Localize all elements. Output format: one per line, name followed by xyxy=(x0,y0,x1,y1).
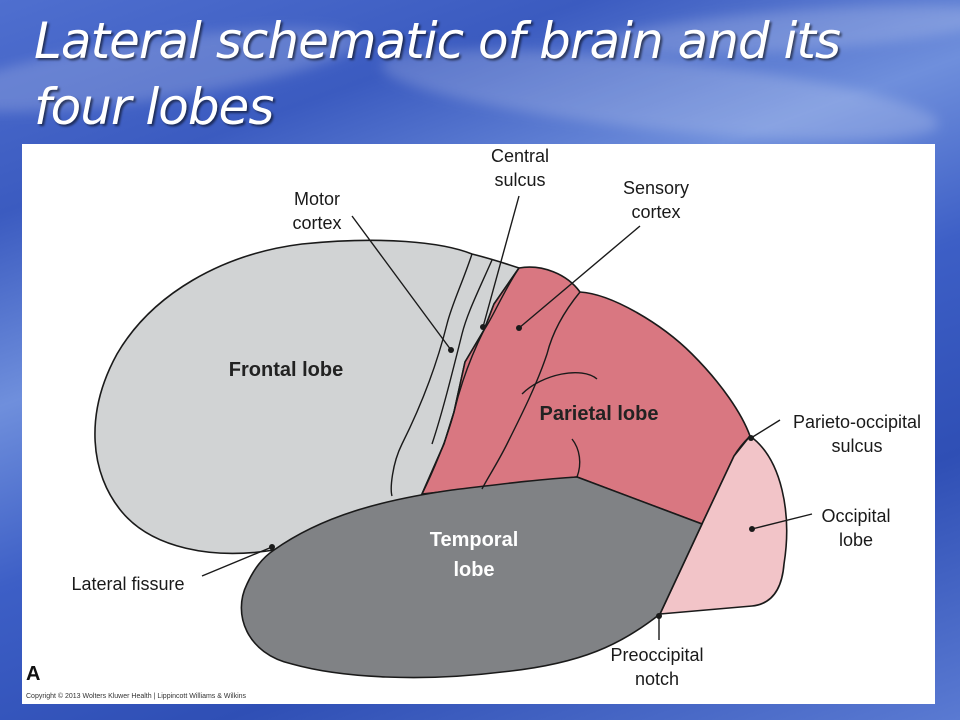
sensory-cortex-leader xyxy=(518,225,641,329)
motor-cortex-label-line1: Motor xyxy=(294,189,340,209)
central-sulcus-leader xyxy=(482,195,520,328)
temporal-lobe-region xyxy=(240,476,704,679)
temporal-lobe-label-line2: lobe xyxy=(453,559,494,581)
parieto-occipital-sulcus-label-line1: Parieto-occipital xyxy=(793,412,921,432)
sensory-cortex-label-line1: Sensory xyxy=(623,178,689,198)
parietal-lobe-label: Parietal lobe xyxy=(540,403,659,425)
parieto-occipital-sulcus-dot xyxy=(748,435,754,441)
lateral-fissure-leader xyxy=(201,546,273,577)
frontal-lobe-label: Frontal lobe xyxy=(229,359,343,381)
central-sulcus-label-line2: sulcus xyxy=(494,170,545,190)
parieto-occipital-sulcus-leader xyxy=(750,419,781,439)
brain-diagram: A Copyright © 2013 Wolters Kluwer Health… xyxy=(26,146,921,700)
motor-cortex-label-line2: cortex xyxy=(292,213,341,233)
sensory-cortex-dot xyxy=(516,325,522,331)
figure-panel: A Copyright © 2013 Wolters Kluwer Health… xyxy=(22,144,935,704)
occipital-lobe-callout-line1: Occipital xyxy=(821,506,890,526)
occipital-lobe-region xyxy=(658,434,788,615)
central-sulcus-dot xyxy=(480,324,486,330)
panel-letter: A xyxy=(26,663,40,685)
frontal-lobe-region xyxy=(94,239,521,555)
copyright-text: Copyright © 2013 Wolters Kluwer Health |… xyxy=(26,692,247,700)
central-sulcus-label-line1: Central xyxy=(491,146,549,166)
sensory-cortex-label-line2: cortex xyxy=(631,202,680,222)
occipital-lobe-callout-line2: lobe xyxy=(839,530,873,550)
slide-title: Lateral schematic of brain and its four … xyxy=(34,12,841,136)
preoccipital-notch-label-line2: notch xyxy=(635,669,679,689)
lateral-fissure-dot xyxy=(269,544,275,550)
parieto-occipital-sulcus-label-line2: sulcus xyxy=(831,436,882,456)
occipital-lobe-dot xyxy=(749,526,755,532)
temporal-lobe-label-line1: Temporal xyxy=(430,529,519,551)
occipital-lobe-leader xyxy=(751,513,813,530)
preoccipital-notch-label-line1: Preoccipital xyxy=(610,645,703,665)
preoccipital-notch-dot xyxy=(656,613,662,619)
motor-cortex-dot xyxy=(448,347,454,353)
motor-cortex-leader xyxy=(351,215,452,351)
lateral-fissure-label: Lateral fissure xyxy=(71,574,184,594)
